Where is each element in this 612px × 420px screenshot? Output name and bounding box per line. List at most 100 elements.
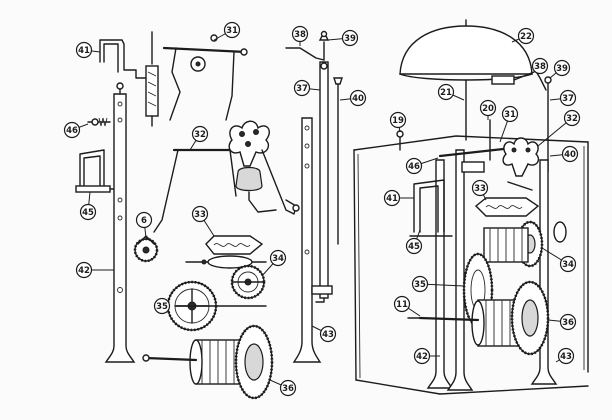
- callout-circle-34: [269, 249, 287, 267]
- callout-circle-42: [75, 261, 93, 279]
- part-45-stirrup: [75, 149, 119, 193]
- callout-label-37: 37: [562, 94, 574, 104]
- part-46-screw: [87, 117, 111, 127]
- callout-label-37: 37: [296, 84, 308, 94]
- callout-circle-45: [405, 237, 423, 255]
- callout-label-46: 46: [66, 126, 78, 136]
- part-31-frame-arbor: [162, 34, 248, 121]
- callout-43: 43: [555, 347, 575, 365]
- callout-circle-43: [557, 347, 575, 365]
- callout-circle-33: [191, 205, 209, 223]
- callout-circle-37: [293, 79, 311, 97]
- callout-19: 19: [389, 111, 407, 133]
- callout-label-42: 42: [78, 266, 90, 276]
- callout-label-34: 34: [272, 254, 284, 264]
- callout-36: 36: [269, 379, 297, 397]
- callout-circle-41: [75, 41, 93, 59]
- part-34-gear: [230, 264, 266, 300]
- clock-frame: [353, 130, 589, 395]
- callout-label-35: 35: [414, 280, 426, 290]
- callout-label-31: 31: [226, 26, 238, 36]
- callout-circle-6: [135, 211, 153, 229]
- callout-circle-40: [561, 145, 579, 163]
- callout-circle-21: [437, 83, 455, 101]
- callout-circle-43: [319, 325, 337, 343]
- callout-label-34: 34: [562, 260, 574, 270]
- callout-circle-31: [501, 105, 519, 123]
- callout-label-46: 46: [408, 162, 420, 172]
- callout-label-38: 38: [294, 30, 306, 40]
- callout-circle-11: [393, 295, 411, 313]
- part-43-pillar: [292, 117, 333, 363]
- callout-39: 39: [327, 29, 359, 47]
- part-32-escapement: [153, 120, 300, 233]
- callout-38: 38: [531, 57, 549, 75]
- callout-21: 21: [437, 83, 465, 101]
- callout-43: 43: [311, 325, 337, 343]
- callout-circle-34: [559, 255, 577, 273]
- part-33-spring-wheel: [185, 235, 267, 269]
- callout-label-36: 36: [282, 384, 294, 394]
- part-37-rod: [315, 61, 329, 303]
- top-mechanism: [438, 137, 540, 191]
- callout-41: 41: [383, 189, 414, 207]
- callout-circle-36: [559, 313, 577, 331]
- callout-label-40: 40: [564, 150, 576, 160]
- callout-34: 34: [541, 247, 577, 273]
- callout-circle-38: [291, 25, 309, 43]
- callout-circle-38: [531, 57, 549, 75]
- callout-circle-45: [79, 203, 97, 221]
- callout-37: 37: [293, 79, 321, 97]
- callout-circle-35: [153, 297, 171, 315]
- assembled-clock: [353, 19, 589, 395]
- callout-circle-42: [413, 347, 431, 365]
- callout-circle-37: [559, 89, 577, 107]
- callout-20: 20: [479, 99, 497, 120]
- callout-38: 38: [291, 25, 309, 46]
- hammer-arm: [491, 67, 552, 173]
- callout-46: 46: [63, 121, 89, 139]
- callout-label-19: 19: [392, 116, 404, 126]
- callout-circle-32: [191, 125, 209, 143]
- callout-circle-22: [517, 27, 535, 45]
- callout-46: 46: [405, 157, 439, 175]
- callout-circle-32: [563, 109, 581, 127]
- callout-circle-19: [389, 111, 407, 129]
- lower-wheel-train: [407, 252, 550, 356]
- callout-circle-20: [479, 99, 497, 117]
- callout-circle-39: [553, 59, 571, 77]
- callout-label-38: 38: [534, 62, 546, 72]
- callout-label-6: 6: [141, 216, 147, 226]
- callout-35: 35: [411, 275, 465, 293]
- part-36-drum-wheel: [142, 324, 274, 400]
- callout-circle-39: [341, 29, 359, 47]
- callout-circle-41: [383, 189, 401, 207]
- callout-22: 22: [511, 27, 535, 45]
- part-41-hook-bracket: [99, 31, 159, 127]
- callout-37: 37: [549, 89, 577, 107]
- callout-34: 34: [261, 249, 287, 277]
- part-35-spoked-wheel: [166, 280, 267, 332]
- callout-40: 40: [549, 145, 579, 163]
- callout-label-39: 39: [556, 64, 568, 74]
- callout-label-35: 35: [156, 302, 168, 312]
- callout-label-45: 45: [82, 208, 94, 218]
- callout-label-33: 33: [474, 184, 486, 194]
- callout-label-42: 42: [416, 352, 428, 362]
- bell-dome: [399, 19, 533, 141]
- callout-35: 35: [153, 297, 171, 315]
- part-38-39-finial: [285, 30, 330, 61]
- exploded-view: [75, 30, 343, 400]
- callout-label-41: 41: [386, 194, 398, 204]
- callout-label-41: 41: [78, 46, 90, 56]
- callout-label-39: 39: [344, 34, 356, 44]
- callout-42: 42: [75, 261, 114, 279]
- callout-label-36: 36: [562, 318, 574, 328]
- callout-label-40: 40: [352, 94, 364, 104]
- callout-circle-46: [63, 121, 81, 139]
- callout-36: 36: [547, 313, 577, 331]
- callout-33: 33: [471, 179, 489, 201]
